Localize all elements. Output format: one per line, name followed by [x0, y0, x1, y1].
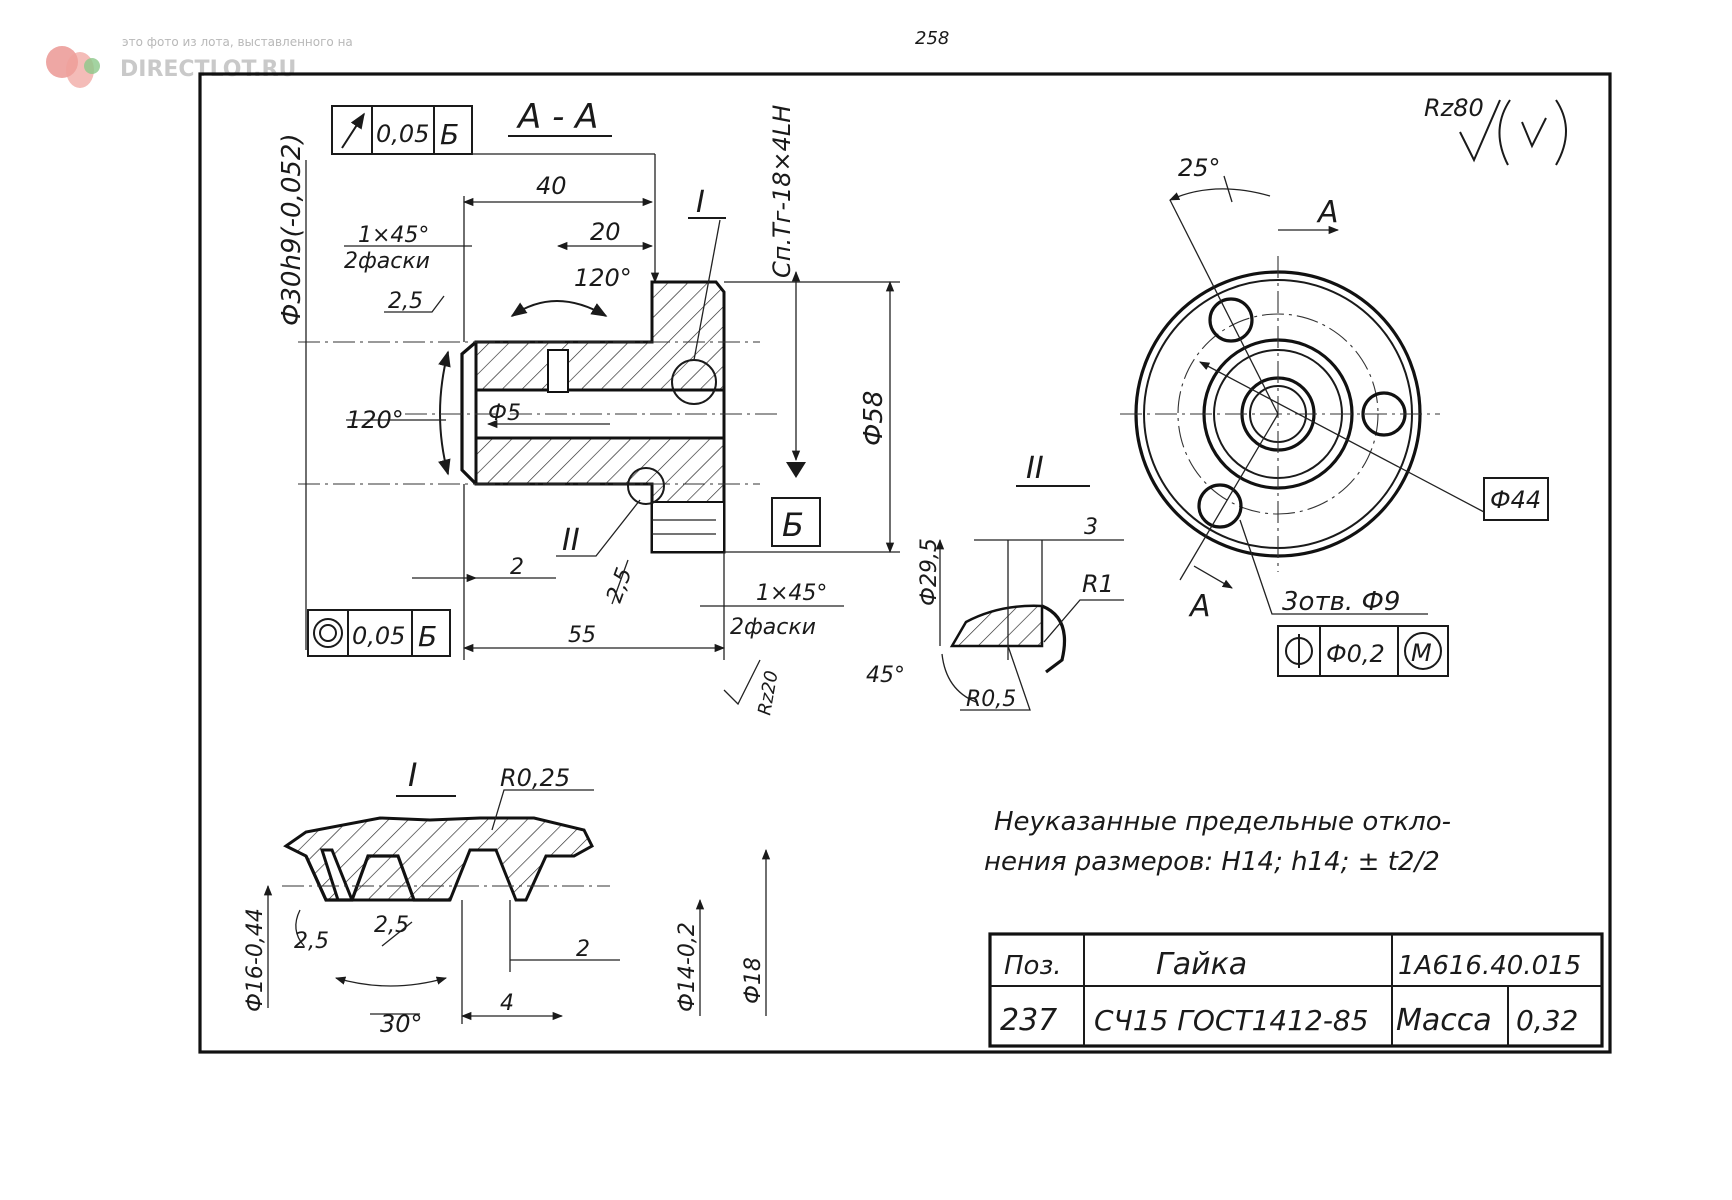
d295-dim: Ф29,5 [917, 538, 942, 606]
bolt-hole [1197, 483, 1243, 529]
end-view: 25° А А Ф44 3отв. Ф9 Ф0,2 M [1120, 154, 1549, 677]
d30-dim: Ф30h9(-0,052) [277, 133, 307, 326]
d44-dim: Ф44 [1490, 486, 1541, 514]
l40-dim: 40 [536, 172, 567, 200]
watermark-caption: это фото из лота, выставленного на [122, 35, 353, 49]
runout-value: 0,05 [376, 120, 429, 148]
r1-dim: R1 [1082, 570, 1114, 598]
title-mass-value: 0,32 [1516, 1004, 1578, 1037]
detail-1-title: I [408, 756, 417, 794]
chamfer-1: 1×45° [358, 223, 429, 248]
view-arrow-a1: А [1316, 195, 1339, 230]
l20-dim: 20 [590, 218, 621, 246]
d14-dim: Ф14-0,2 [675, 922, 700, 1012]
bolt-hole [1208, 297, 1254, 343]
pitch-25-b: 2,5 [374, 913, 409, 938]
surface-finish-general: Rz80 [1424, 94, 1567, 166]
d16-dim: Ф16-0,44 [243, 908, 268, 1012]
title-block: Поз. Гайка 1А616.40.015 237 СЧ15 ГОСТ141… [988, 932, 1604, 1048]
angle-45: 45° [866, 663, 905, 688]
rz80-label: Rz80 [1424, 94, 1484, 122]
detail-2: II 3 Ф29,5 R1 45° R0,5 [866, 451, 1124, 712]
detail-1: I R0,25 2,5 2,5 2 Ф16-0,44 Ф14-0,2 Ф18 4… [243, 756, 771, 1038]
squirrel-logo-icon [46, 46, 100, 88]
r05-dim: R0,5 [966, 687, 1016, 712]
watermark-site: DIRECTLOT.RU [120, 57, 296, 82]
watermark: это фото из лота, выставленного на DIREC… [46, 35, 353, 88]
thread-dim: Сп.Тг-18×4LН [768, 105, 796, 278]
pitch-25-a: 2,5 [294, 929, 329, 954]
page-number: 258 [915, 28, 949, 49]
section-label: А - А [516, 97, 598, 137]
position-modifier: M [1411, 639, 1432, 667]
position-value: Ф0,2 [1326, 640, 1385, 668]
coaxiality-frame: 0,05 Б [307, 609, 451, 657]
angle-30: 30° [380, 1010, 423, 1038]
drawing-frame [198, 72, 1612, 1054]
coaxiality-value: 0,05 [352, 622, 405, 650]
chamfer-2-count: 2фаски [730, 615, 816, 640]
chamfer-1-count: 2фаски [344, 249, 430, 274]
angle-120-top: 120° [574, 264, 632, 292]
rz20-label: Rz20 [754, 669, 782, 717]
title-mass-label: Масса [1396, 1003, 1492, 1038]
angle-25: 25° [1178, 154, 1221, 182]
mmc-icon [1404, 632, 1442, 670]
d58-dim: Ф58 [859, 391, 889, 446]
note-line-2: нения размеров: Н14; h14; ± t2/2 [984, 847, 1440, 877]
rough-25-a: 2,5 [388, 289, 423, 314]
title-code: 1А616.40.015 [1398, 951, 1581, 981]
r025-dim: R0,25 [500, 764, 570, 792]
l55-dim: 55 [568, 623, 596, 648]
datum-letter: Б [782, 506, 804, 544]
runout-datum: Б [440, 118, 459, 151]
thread-profile [283, 816, 594, 902]
holes-note: 3отв. Ф9 [1282, 587, 1400, 617]
chamfer-2: 1×45° [756, 581, 827, 606]
note-line-1: Неуказанные предельные откло- [994, 807, 1451, 837]
title-material: СЧ15 ГОСТ1412-85 [1094, 1004, 1369, 1037]
w3-dim: 3 [1084, 515, 1098, 540]
notes: Неуказанные предельные откло- нения разм… [984, 807, 1451, 877]
angle-120-left: 120° [346, 406, 404, 434]
d18-dim: Ф18 [741, 957, 766, 1004]
title-pos-value: 237 [1000, 1003, 1057, 1038]
p4-dim: 4 [500, 991, 514, 1016]
detail-callout-2: II [562, 523, 580, 558]
l2-dim: 2 [510, 555, 524, 580]
coaxiality-icon [313, 618, 343, 648]
view-arrow-a2: А [1188, 589, 1211, 624]
coaxiality-datum: Б [418, 620, 437, 653]
title-pos-label: Поз. [1004, 951, 1062, 981]
detail-callout-1: I [696, 185, 705, 220]
title-name: Гайка [1156, 947, 1247, 982]
p2-dim: 2 [576, 937, 590, 962]
runout-frame: 0,05 Б [331, 105, 660, 284]
detail-2-title: II [1026, 451, 1044, 486]
position-frame: Ф0,2 M [1277, 625, 1449, 677]
rough-25-b: 2,5 [602, 565, 637, 606]
section-view: 0,05 Б А - А Ф5 I II [277, 97, 900, 717]
